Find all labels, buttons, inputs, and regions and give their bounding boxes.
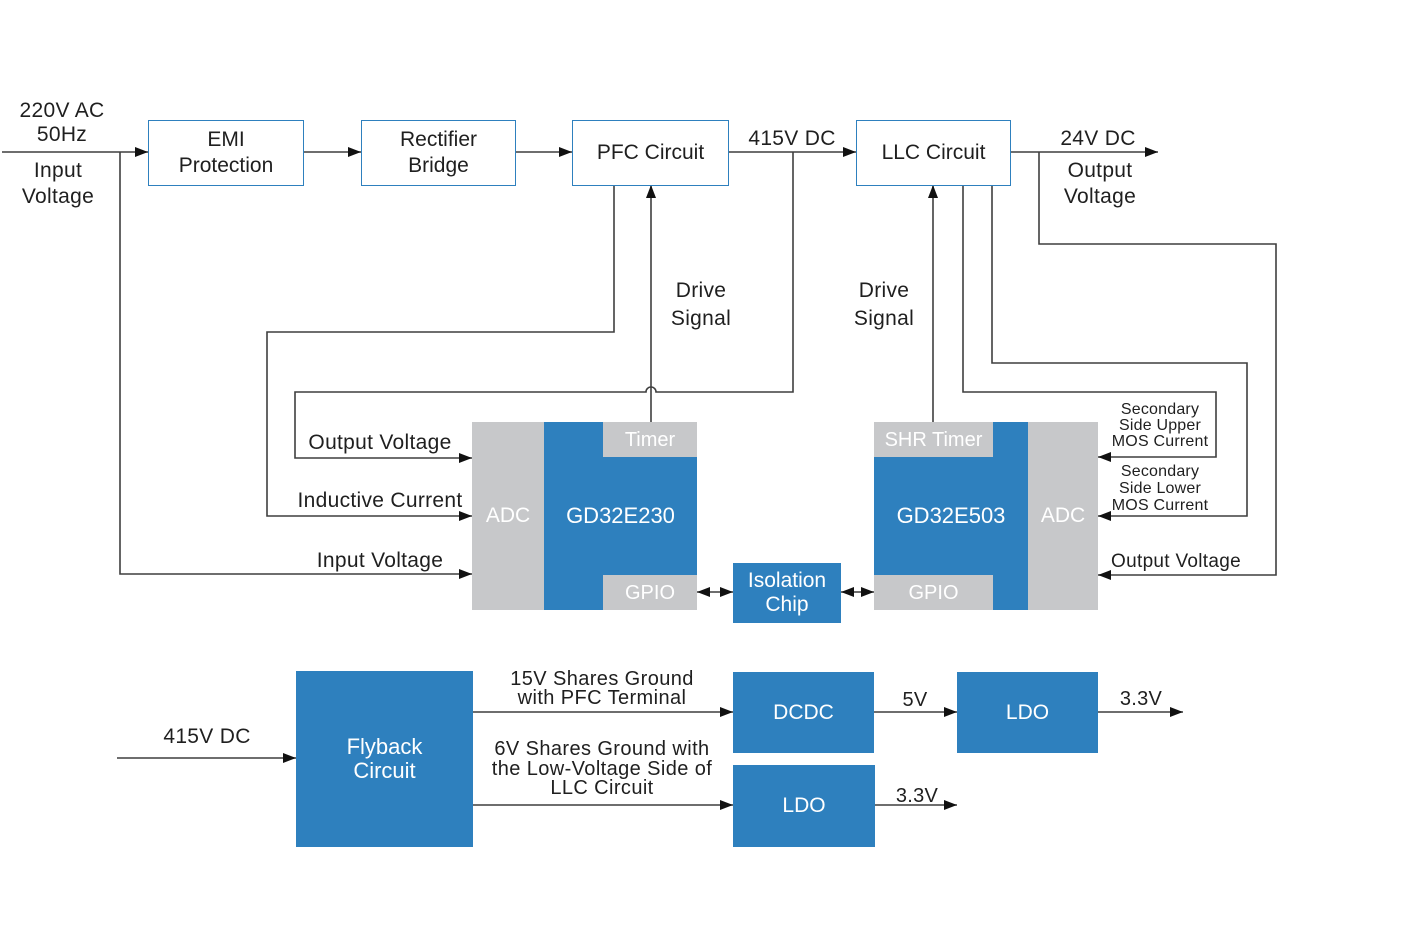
adc-input-input-voltage-label: Input Voltage: [316, 549, 444, 572]
rail-15v-label: 15V Shares Ground with PFC Terminal: [510, 668, 694, 709]
flyback-circuit-block: Flyback Circuit: [296, 671, 473, 847]
input-voltage-label: Input Voltage: [21, 159, 95, 208]
drive-signal-right-label: Drive Signal: [853, 279, 915, 330]
isolation-chip-block: Isolation Chip: [733, 563, 841, 623]
rail-5v-label: 5V: [902, 689, 928, 711]
mcu-right-adc-block: ADC: [1028, 422, 1098, 610]
mcu-left-gpio-block: GPIO: [603, 575, 697, 610]
flyback-input-415v-label: 415V DC: [163, 725, 251, 748]
rail-3v3-top-label: 3.3V: [1119, 688, 1163, 710]
adc-input-output-voltage-label: Output Voltage: [308, 431, 452, 454]
emi-protection-block: EMI Protection: [148, 120, 304, 186]
mcu-right-gpio-block: GPIO: [874, 575, 993, 610]
secondary-upper-mos-current-label: Secondary Side Upper MOS Current: [1111, 401, 1209, 450]
arrowheads: [135, 147, 1183, 810]
secondary-lower-mos-current-label: Secondary Side Lower MOS Current: [1111, 463, 1209, 514]
ldo-bottom-block: LDO: [733, 765, 875, 847]
drive-signal-left-label: Drive Signal: [670, 279, 732, 330]
output-voltage-label: Output Voltage: [1063, 159, 1137, 208]
pfc-circuit-block: PFC Circuit: [572, 120, 729, 186]
mcu-left-adc-block: ADC: [472, 422, 544, 610]
adc-input-inductive-current-label: Inductive Current: [297, 489, 463, 512]
output-24v-label: 24V DC: [1060, 127, 1136, 150]
ldo-top-block: LDO: [957, 672, 1098, 753]
input-spec-label: 220V AC 50Hz: [19, 99, 105, 146]
rectifier-bridge-block: Rectifier Bridge: [361, 120, 516, 186]
adc-input-output-voltage-right-label: Output Voltage: [1111, 551, 1241, 572]
dcdc-block: DCDC: [733, 672, 874, 753]
bus-415v-label: 415V DC: [748, 127, 836, 150]
llc-circuit-block: LLC Circuit: [856, 120, 1011, 186]
mcu-right-shr-timer-block: SHR Timer: [874, 422, 993, 457]
mcu-left-timer-block: Timer: [603, 422, 697, 457]
rail-6v-label: 6V Shares Ground with the Low-Voltage Si…: [491, 738, 713, 799]
rail-3v3-bottom-label: 3.3V: [895, 785, 939, 807]
